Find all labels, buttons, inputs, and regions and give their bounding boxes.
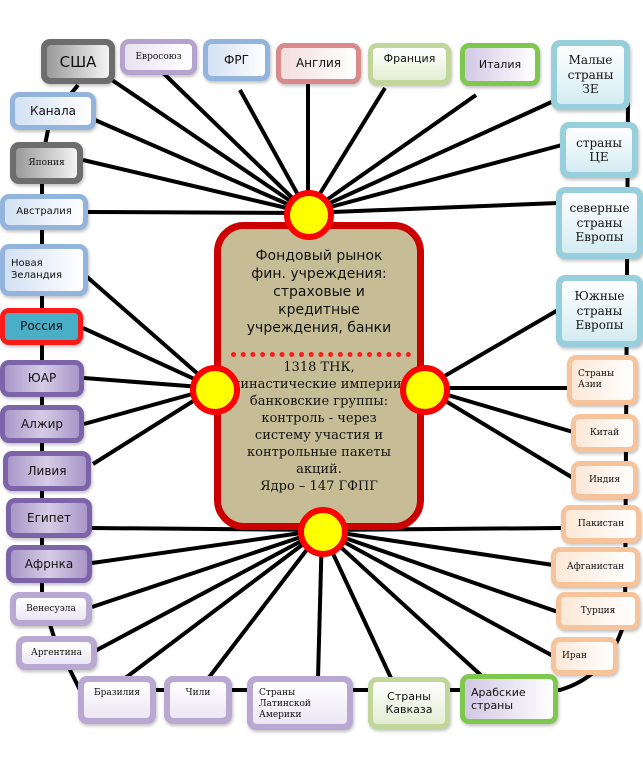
connector-venezuela bbox=[91, 528, 323, 609]
node-china: Китай bbox=[571, 414, 638, 452]
node-india: Индия bbox=[571, 461, 638, 499]
connector-africa bbox=[91, 528, 323, 565]
connector-afghanistan bbox=[321, 528, 554, 567]
node-libya: Ливия bbox=[3, 451, 91, 491]
hub-left bbox=[190, 365, 240, 415]
connector-south-europe bbox=[422, 308, 560, 390]
node-england: Англия bbox=[276, 43, 361, 84]
connector-australia bbox=[87, 210, 309, 215]
node-iran: Иран bbox=[551, 637, 618, 675]
node-afghanistan: Афганистан bbox=[551, 547, 640, 587]
node-small-we: Малые страны ЗЕ bbox=[551, 40, 630, 110]
node-asia: Страны Азии bbox=[567, 355, 638, 405]
node-italy: Италия bbox=[460, 43, 540, 86]
node-egypt: Египет bbox=[6, 498, 92, 538]
connector-india bbox=[422, 386, 575, 480]
hub-right bbox=[400, 365, 450, 415]
connector-north-europe bbox=[307, 201, 559, 215]
node-brazil: Бразилия bbox=[78, 676, 156, 724]
node-new-zealand: Новая Зеландия bbox=[0, 244, 88, 296]
node-south-europe: Южные страны Европы bbox=[556, 275, 643, 347]
connector-turkey bbox=[321, 528, 559, 614]
center-box: Фондовый рынок фин. учреждения: страховы… bbox=[214, 222, 424, 530]
node-africa: Афрнка bbox=[6, 545, 92, 583]
node-russia: Россия bbox=[0, 308, 83, 345]
connector-arab bbox=[320, 528, 486, 680]
connector-italy bbox=[306, 93, 478, 215]
node-venezuela: Венесуэла bbox=[10, 592, 92, 626]
node-france: Франция bbox=[368, 43, 451, 85]
node-turkey: Турция bbox=[556, 592, 640, 630]
node-north-europe: северные страны Европы bbox=[556, 187, 643, 259]
node-frg: ФРГ bbox=[203, 39, 270, 81]
center-divider bbox=[231, 352, 411, 357]
center-bottom-text: 1318 ТНК, династические империи, банковс… bbox=[232, 360, 406, 494]
node-usa: США bbox=[41, 39, 115, 84]
node-australia: Австралия bbox=[0, 194, 88, 230]
connector-small-we bbox=[307, 98, 557, 215]
node-ce-countries: страны ЦЕ bbox=[560, 122, 638, 178]
node-japan: Япония bbox=[10, 142, 83, 184]
node-latin-america: Страны Латинской Америки bbox=[247, 676, 353, 730]
node-algeria: Алжир bbox=[0, 405, 84, 443]
connector-ce-countries bbox=[307, 143, 563, 215]
connector-chile bbox=[205, 528, 324, 682]
connector-new-zealand bbox=[84, 274, 216, 390]
connector-brazil bbox=[118, 528, 324, 684]
node-arab: Арабские страны bbox=[460, 674, 558, 724]
center-top-text: Фондовый рынок фин. учреждения: страховы… bbox=[246, 248, 392, 336]
node-eu: Евросоюз bbox=[120, 39, 197, 75]
connector-usa bbox=[110, 78, 310, 215]
connector-eu bbox=[158, 68, 310, 215]
node-argentina: Аргентина bbox=[16, 636, 97, 670]
connector-canada bbox=[94, 118, 309, 215]
node-chile: Чили bbox=[164, 676, 232, 724]
node-sar: ЮАР bbox=[0, 360, 84, 397]
hub-bottom bbox=[298, 507, 348, 557]
connector-argentina bbox=[94, 528, 323, 653]
node-canada: Канала bbox=[10, 92, 96, 130]
connector-japan bbox=[82, 158, 309, 215]
connector-iran bbox=[321, 528, 554, 658]
node-caucasus: Страны Кавказа bbox=[368, 677, 450, 729]
hub-top bbox=[284, 190, 334, 240]
node-pakistan: Пакистан bbox=[561, 505, 641, 543]
